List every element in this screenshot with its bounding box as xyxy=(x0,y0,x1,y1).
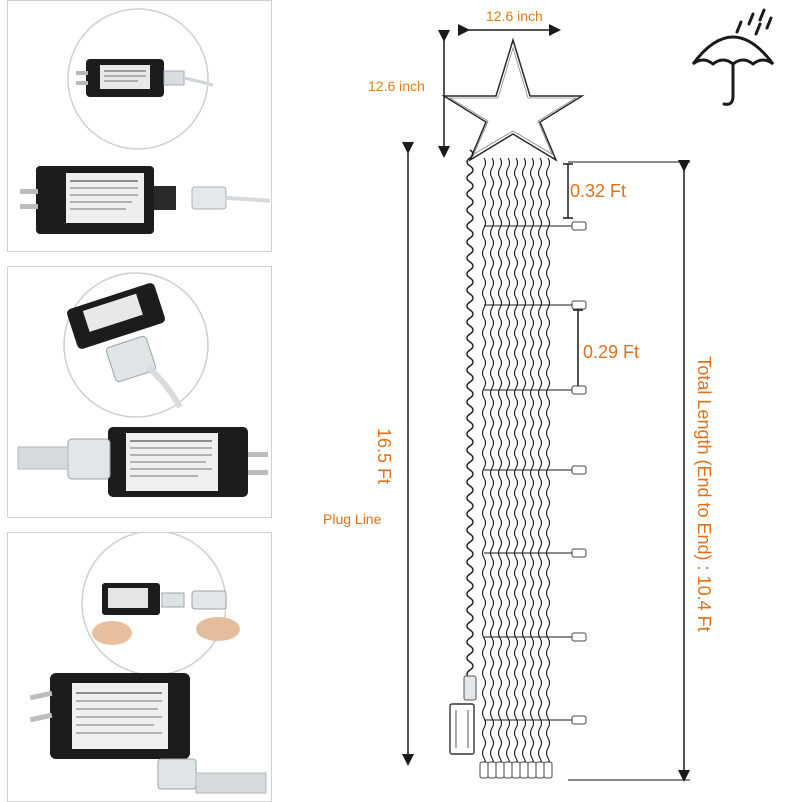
led-bulb xyxy=(571,465,587,475)
led-bulb xyxy=(487,761,497,779)
top-spacing-marker xyxy=(563,163,573,219)
total-length-dimension xyxy=(568,160,690,782)
led-bulb xyxy=(495,761,505,779)
light-strand xyxy=(497,157,503,769)
star-height-label: 12.6 inch xyxy=(368,78,425,94)
led-bulb xyxy=(571,632,587,642)
led-bulb xyxy=(571,715,587,725)
led-bulb xyxy=(511,761,521,779)
star-width-label: 12.6 inch xyxy=(486,8,543,24)
led-bulb xyxy=(535,761,545,779)
adapter-large-sticker xyxy=(72,683,168,749)
led-bulb xyxy=(543,761,553,779)
light-strand xyxy=(489,157,495,769)
led-bulb xyxy=(519,761,529,779)
umbrella-rain-icon xyxy=(691,8,775,106)
light-strand xyxy=(481,157,487,769)
led-bulb xyxy=(527,761,537,779)
adapter-panel-top xyxy=(7,0,272,252)
adapter-panel-bottom xyxy=(7,532,272,802)
light-strand xyxy=(537,157,543,769)
light-strand xyxy=(545,157,551,769)
adapter-panel-middle xyxy=(7,266,272,518)
led-bulb xyxy=(571,385,587,395)
hand xyxy=(196,617,240,641)
plug-prong xyxy=(76,81,88,85)
light-strand xyxy=(529,157,535,769)
plug-line-caption: Plug Line xyxy=(323,511,382,527)
mid-spacing-marker xyxy=(573,309,583,389)
plug-line-coil xyxy=(466,149,474,679)
hand xyxy=(92,621,132,645)
light-strands xyxy=(481,157,551,769)
plug-prong xyxy=(76,71,88,75)
string-connector xyxy=(449,675,477,755)
led-bulb xyxy=(479,761,489,779)
connector-clear xyxy=(106,335,156,383)
light-strand xyxy=(521,157,527,769)
top-spacing-label: 0.32 Ft xyxy=(570,181,627,201)
adapter-photo-bottom xyxy=(29,533,267,794)
light-strand xyxy=(513,157,519,769)
plug-length-label: 16.5 Ft xyxy=(374,427,394,485)
mid-spacing-label: 0.29 Ft xyxy=(583,342,640,362)
adapter-photo-middle xyxy=(17,272,268,497)
light-strand xyxy=(505,157,511,769)
led-bulb xyxy=(503,761,513,779)
led-bulbs xyxy=(479,221,587,779)
led-bulb xyxy=(571,548,587,558)
total-length-label: Total Length (End to End) : 10.4 Ft xyxy=(694,356,714,632)
adapter-sticker xyxy=(100,65,150,89)
adapter-photo-top xyxy=(20,8,271,234)
led-bulb xyxy=(571,300,587,310)
led-bulb xyxy=(571,221,587,231)
star-topper xyxy=(441,37,585,162)
